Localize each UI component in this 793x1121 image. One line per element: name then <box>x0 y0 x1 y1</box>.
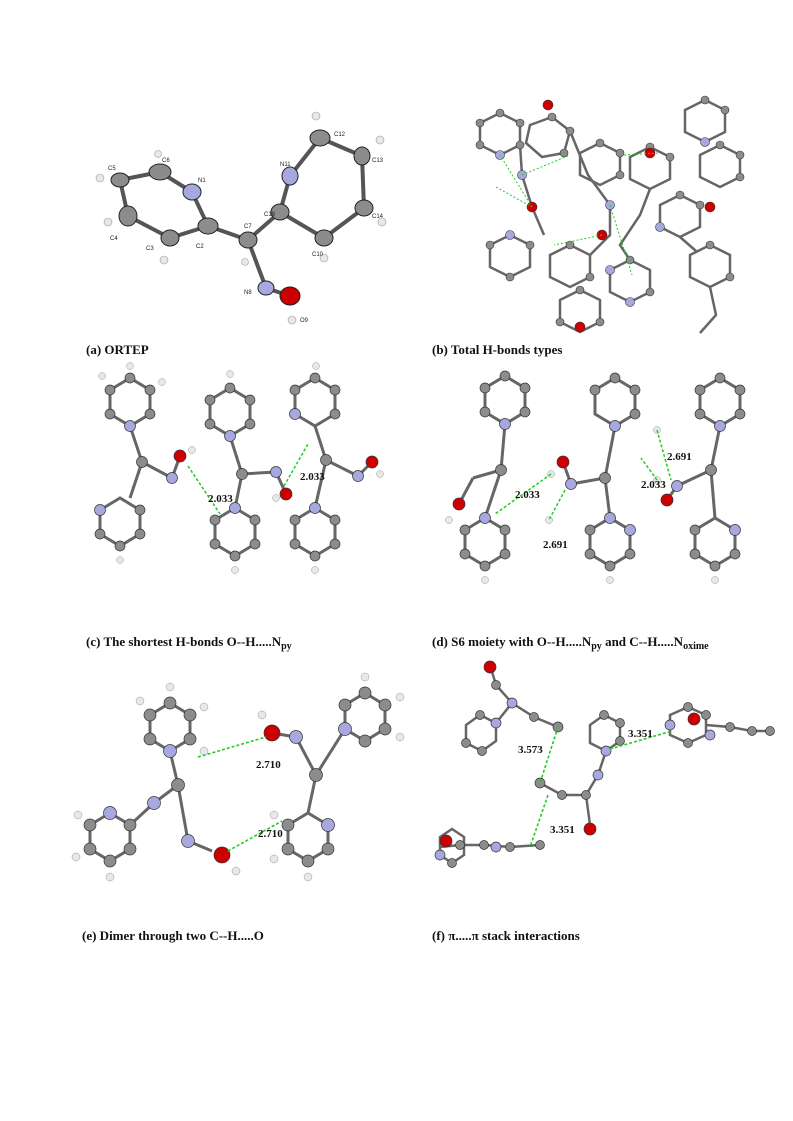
atom-c10 <box>314 229 334 247</box>
distance-f-1: 3.351 <box>628 728 653 740</box>
atom-c7 <box>238 231 258 249</box>
atom-n8 <box>257 280 275 296</box>
distance-d-3: 2.033 <box>515 489 540 501</box>
distance-d-2: 2.033 <box>641 479 666 491</box>
panel-b <box>460 95 770 345</box>
atom-n11 <box>281 166 299 186</box>
caption-b: (b) Total H-bonds types <box>432 342 563 357</box>
label-c14: C14 <box>372 214 384 220</box>
dimer-structure: 2.710 2.710 <box>71 672 405 882</box>
atom-c5 <box>110 172 130 188</box>
atom-c18 <box>270 203 290 221</box>
label-n1: N1 <box>198 178 206 184</box>
caption-d-sub2: oxime <box>683 641 709 652</box>
distance-e-1: 2.710 <box>256 759 281 771</box>
distance-f-2: 3.573 <box>518 744 543 756</box>
panel-f: 3.351 3.573 3.351 <box>434 660 780 905</box>
distance-d-4: 2.691 <box>543 539 568 551</box>
caption-d: (d) S6 moiety with O--H.....Npy and C--H… <box>432 634 709 652</box>
shortest-hbonds: 2.033 2.033 <box>94 362 384 574</box>
distance-e-2: 2.710 <box>258 828 283 840</box>
panel-a: C5 C6 N1 C4 C3 C2 C7 N8 O9 N11 C12 C13 C… <box>80 100 400 340</box>
s6-moiety: 2.691 2.033 2.033 2.691 <box>445 370 746 584</box>
label-c7: C7 <box>244 224 252 230</box>
label-c12: C12 <box>334 132 346 138</box>
label-c13: C13 <box>372 158 384 164</box>
distance-d-1: 2.691 <box>667 451 692 463</box>
atom-c6 <box>148 163 172 181</box>
atom-c2 <box>197 217 219 235</box>
atom-o9 <box>279 286 301 306</box>
caption-c: (c) The shortest H-bonds O--H.....Npy <box>86 634 292 652</box>
ortep-structure: C5 C6 N1 C4 C3 C2 C7 N8 O9 N11 C12 C13 C… <box>95 111 387 325</box>
panel-e: 2.710 2.710 <box>70 665 430 905</box>
label-c18: C18 <box>264 212 276 218</box>
label-n8: N8 <box>244 290 252 296</box>
atom-n1 <box>182 183 202 201</box>
pi-stack-structure: 3.351 3.573 3.351 <box>434 660 775 868</box>
atom-c14 <box>354 199 374 217</box>
caption-a: (a) ORTEP <box>86 342 149 357</box>
caption-f: (f) π.....π stack interactions <box>432 928 580 943</box>
label-n11: N11 <box>280 162 291 168</box>
label-c6: C6 <box>162 158 170 164</box>
label-c10: C10 <box>312 252 324 258</box>
label-c5: C5 <box>108 166 116 172</box>
caption-d-main: (d) S6 moiety with O--H.....N <box>432 634 592 649</box>
panel-d: 2.691 2.033 2.033 2.691 <box>445 370 775 620</box>
distance-f-3: 3.351 <box>550 824 575 836</box>
caption-d-mid: and C--H.....N <box>601 634 684 649</box>
atom-c3 <box>160 229 180 247</box>
label-c4: C4 <box>110 236 118 242</box>
caption-e: (e) Dimer through two C--H.....O <box>82 928 264 943</box>
label-c3: C3 <box>146 246 154 252</box>
caption-c-sub: py <box>281 641 292 652</box>
hbond-network <box>475 95 745 334</box>
distance-c-1: 2.033 <box>208 493 233 505</box>
atom-c4 <box>118 205 138 227</box>
caption-d-sub1: py <box>591 641 602 652</box>
label-o9: O9 <box>300 318 309 324</box>
atom-c12 <box>309 129 331 147</box>
caption-c-main: (c) The shortest H-bonds O--H.....N <box>86 634 282 649</box>
atom-c13 <box>353 146 371 166</box>
panel-c: 2.033 2.033 <box>80 362 410 620</box>
label-c2: C2 <box>196 244 204 250</box>
distance-c-2: 2.033 <box>300 471 325 483</box>
